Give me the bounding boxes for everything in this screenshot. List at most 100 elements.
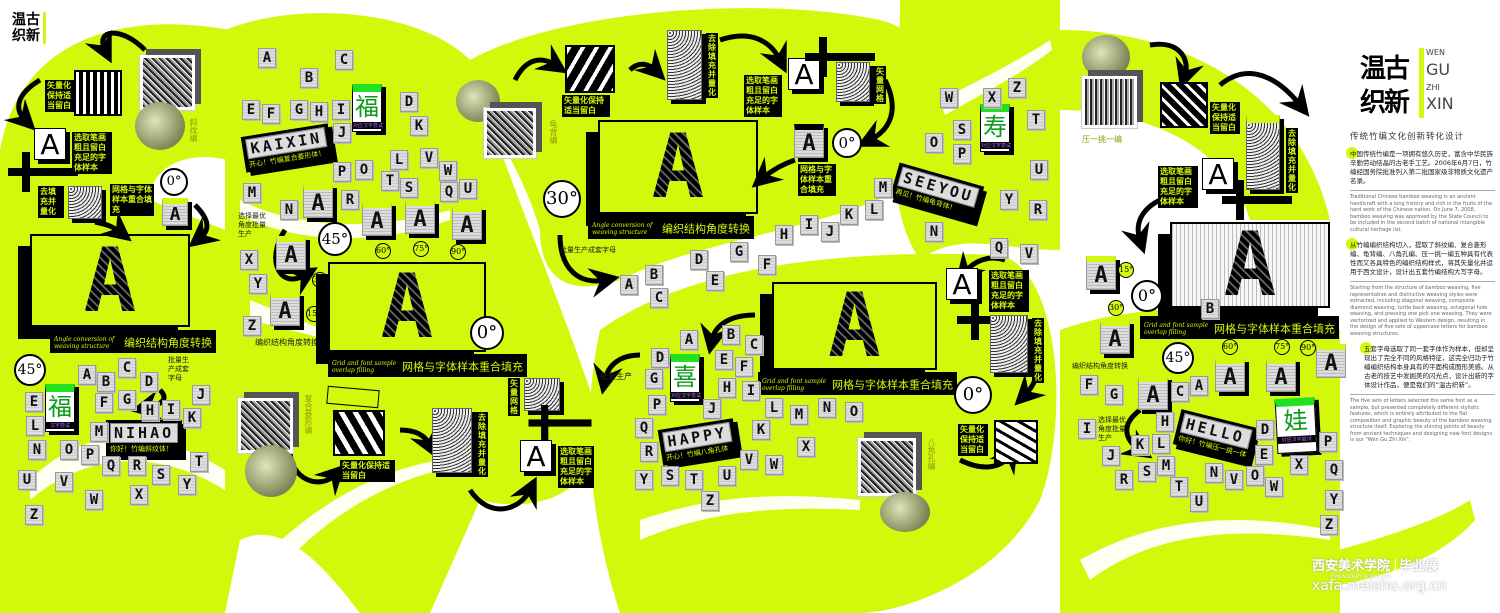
step-select-sample-label: 选取笔画粗且留白充足的字体样本 [989, 270, 1029, 312]
weave-cube-photo [1082, 76, 1137, 128]
footer-url: xafa.meishu.org.cn [1312, 578, 1447, 594]
step-vectorize-label: 矢量化保持适当留白 [45, 80, 75, 112]
step-remove-fill-label: 去填充并量化 [38, 186, 64, 218]
cross-mark [1222, 180, 1292, 220]
quantized-texture [667, 30, 702, 100]
letter-tile-x: X [240, 250, 258, 270]
title-cn-line2: 织新 [1360, 88, 1410, 118]
letter-tile-p: P [648, 395, 666, 415]
school-name: 西安美术学院 [1312, 559, 1391, 574]
letter-tile-r: R [128, 456, 146, 476]
title-en-xin: XIN [1426, 94, 1454, 113]
letter-tile-f: F [262, 104, 280, 124]
show-name: 毕业展 [1395, 559, 1439, 574]
letter-tile-x: X [797, 437, 815, 457]
weave-name: 复合菱形编 [304, 394, 313, 434]
bamboo-photo [1082, 35, 1130, 79]
letter-tile-n: N [818, 398, 836, 418]
letter-tile-x: X [983, 88, 1001, 108]
angle-badge: 0° [1131, 280, 1163, 312]
letter-tile-x: X [1290, 455, 1308, 475]
font-sample-a: A [1202, 158, 1234, 191]
letter-tile-t: T [1170, 477, 1188, 497]
letter-tile-m: M [874, 178, 892, 198]
letter-tile-u: U [18, 470, 36, 490]
batch-best-note: 选择最优角度批量生产 [238, 212, 266, 238]
weave-name: 斜纹编 [189, 118, 198, 142]
title-en-wen: WEN [1426, 48, 1445, 57]
letter-tile-i: I [742, 381, 760, 401]
angle-badge: 0° [954, 376, 992, 414]
intro-en: Traditional Chinese bamboo weaving is an… [1350, 190, 1495, 233]
letter-tile-s: S [953, 120, 971, 140]
letter-tile-t: T [190, 452, 208, 472]
cross-mark [8, 152, 78, 192]
weave-grid-panel: A [598, 120, 758, 214]
step-select-sample-label: 选取笔画粗且留白充足的字体样本 [1158, 166, 1198, 208]
intro-column: 中国传统竹编是一项拥有悠久历史，富含中华民族辛勤劳动结晶的古老手工艺。2006年… [1346, 147, 1495, 452]
vector-pattern [1160, 82, 1208, 128]
letter-tile-z: Z [25, 505, 43, 525]
title-accent-bar [1419, 48, 1424, 118]
letter-tile-n: N [925, 222, 943, 242]
letter-tile-q: Q [990, 238, 1008, 258]
big-woven-letter: A [1223, 213, 1277, 316]
weave-name: 龟背编 [549, 120, 558, 144]
angle-badge-small: 90° [1300, 340, 1316, 356]
hanzi-card: 娃对应汉字尝试 [1274, 396, 1318, 455]
vector-grid-label: 矢量网格 [508, 378, 520, 416]
letter-tile-z: Z [1320, 515, 1338, 535]
letter-tile-g: G [730, 242, 748, 262]
angle-a-tile: A [270, 292, 300, 326]
angle-a-tile: A [452, 206, 482, 240]
letter-tile-o: O [845, 402, 863, 422]
letter-tile-t: T [685, 470, 703, 490]
letter-tile-u: U [718, 466, 736, 486]
letter-tile-v: V [55, 472, 73, 492]
letter-tile-a: A [620, 275, 638, 295]
letter-tile-e: E [715, 350, 733, 370]
quantized-texture [990, 315, 1028, 373]
letter-tile-i: I [162, 400, 180, 420]
letter-tile-p: P [953, 144, 971, 164]
letter-tile-w: W [1265, 477, 1283, 497]
letter-tile-p: P [1319, 432, 1337, 452]
letter-tile-h: H [310, 102, 328, 122]
letter-tile-r: R [341, 190, 359, 210]
title-en-gu: GU [1426, 60, 1451, 79]
letter-tile-i: I [800, 215, 818, 235]
letter-tile-h: H [718, 378, 736, 398]
vector-grid-label: 矢量网格 [874, 66, 886, 104]
letter-tile-b: B [645, 265, 663, 285]
letter-a-tile: A [794, 124, 824, 158]
letter-tile-m: M [90, 422, 108, 442]
batch-best-note: 选择最优角度批量生产 [1098, 416, 1126, 442]
letter-tile-o: O [1246, 466, 1264, 486]
angle-badge-small: 30° [1108, 300, 1124, 316]
font-sample-a: A [788, 58, 820, 91]
title-en-zhi: ZHI [1426, 83, 1440, 92]
letter-tile-x: X [130, 485, 148, 505]
intro-cn: 中国传统竹编是一项拥有悠久历史，富含中华民族辛勤劳动结晶的古老手工艺。2006年… [1346, 147, 1495, 186]
letter-tile-y: Y [178, 475, 196, 495]
angle-a-tile: A [1086, 256, 1116, 290]
big-woven-letter: A [380, 255, 434, 358]
step-vectorize-label: 矢量化保持适当留白 [958, 424, 988, 456]
letter-tile-p: P [81, 445, 99, 465]
letter-tile-g: G [290, 100, 308, 120]
step-select-sample-label: 选取笔画粗且留白充足的字体样本 [558, 446, 594, 488]
angle-badge-small: 15° [306, 306, 322, 322]
vector-grid-box [836, 62, 870, 102]
angle-badge-small: 90° [450, 244, 466, 260]
letter-tile-r: R [1115, 470, 1133, 490]
letter-tile-d: D [400, 92, 418, 112]
letter-tile-l: L [390, 150, 408, 170]
vector-pattern [74, 70, 122, 116]
letter-tile-y: Y [1325, 490, 1343, 510]
letter-tile-c: C [118, 358, 136, 378]
angle-badge: 0° [470, 316, 504, 350]
panel3-right-blob [895, 0, 1060, 260]
step-select-sample-label: 选取笔画粗且留白充足的字体样本 [744, 75, 782, 117]
intro-section-1: 中国传统竹编是一项拥有悠久历史，富含中华民族辛勤劳动结晶的古老手工艺。2006年… [1346, 147, 1495, 233]
